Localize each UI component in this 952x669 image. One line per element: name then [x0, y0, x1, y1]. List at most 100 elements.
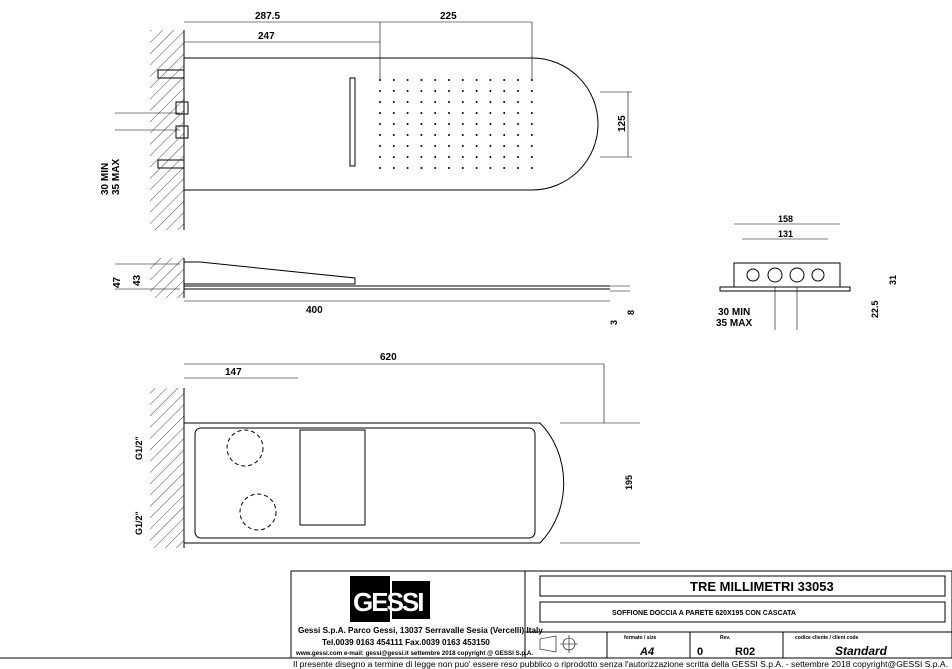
- nozzle-dot: [448, 79, 450, 81]
- dim-30-min: 30 MIN: [100, 163, 111, 195]
- nozzle-dot: [503, 145, 506, 147]
- client-code-value: Standard: [835, 644, 888, 658]
- nozzle-dot: [475, 112, 478, 114]
- company-phone: Tel.0039 0163 454111 Fax.0039 0163 45315…: [322, 638, 490, 647]
- dim-287-5: 287.5: [255, 11, 280, 22]
- dim-147: 147: [225, 367, 242, 378]
- rev-label: Rev.: [720, 635, 731, 641]
- client-code-label: codice cliente / client code: [795, 635, 859, 641]
- nozzle-dot: [448, 112, 450, 114]
- nozzle-dot: [461, 90, 464, 92]
- nozzle-dot: [434, 79, 437, 81]
- nozzle-dot: [406, 112, 409, 114]
- nozzle-dot: [420, 134, 423, 136]
- dim-247: 247: [258, 31, 275, 42]
- nozzle-dot: [379, 123, 381, 125]
- nozzle-dot: [489, 112, 492, 114]
- nozzle-dot: [392, 145, 395, 147]
- size-value: A4: [639, 646, 654, 658]
- nozzle-dot: [489, 156, 492, 158]
- nozzle-dot: [461, 79, 464, 81]
- dim-22-5: 22.5: [870, 300, 880, 318]
- nozzle-dot: [420, 101, 423, 103]
- nozzle-dot: [475, 90, 478, 92]
- nozzle-dot: [489, 167, 492, 169]
- nozzle-dot: [406, 167, 409, 169]
- nozzle-dot: [420, 156, 423, 158]
- nozzle-dot: [489, 145, 492, 147]
- product-title: TRE MILLIMETRI 33053: [690, 579, 834, 594]
- nozzle-dot: [517, 167, 519, 169]
- nozzle-dot: [392, 167, 395, 169]
- nozzle-dot: [434, 145, 437, 147]
- nozzle-dot: [392, 156, 395, 158]
- nozzle-dot: [517, 156, 519, 158]
- nozzle-dot: [503, 90, 506, 92]
- nozzle-dot: [530, 101, 533, 103]
- size-label: formato / size: [624, 635, 656, 641]
- nozzle-dot: [517, 123, 519, 125]
- nozzle-dot: [448, 134, 450, 136]
- nozzle-dot: [503, 79, 506, 81]
- nozzle-dot: [448, 156, 450, 158]
- nozzle-dot: [461, 145, 464, 147]
- nozzle-dot: [379, 145, 381, 147]
- nozzle-dot: [475, 134, 478, 136]
- dim-35-max: 35 MAX: [111, 159, 122, 195]
- nozzle-dot: [392, 90, 395, 92]
- nozzle-dot: [434, 101, 437, 103]
- nozzle-dot: [503, 101, 506, 103]
- nozzle-dot: [406, 101, 409, 103]
- nozzle-dot: [406, 145, 409, 147]
- nozzle-dot: [392, 112, 395, 114]
- nozzle-dot: [406, 79, 409, 81]
- nozzle-dot: [503, 167, 506, 169]
- nozzle-dot: [530, 156, 533, 158]
- nozzle-dot: [461, 101, 464, 103]
- nozzle-dot: [434, 167, 437, 169]
- nozzle-dot: [489, 134, 492, 136]
- nozzle-dot: [379, 167, 381, 169]
- nozzle-dot: [434, 156, 437, 158]
- nozzle-dot: [392, 79, 395, 81]
- dim-158: 158: [778, 214, 793, 224]
- nozzle-dot: [517, 145, 519, 147]
- nozzle-dot: [489, 123, 492, 125]
- nozzle-dot: [379, 134, 381, 136]
- nozzle-dot: [379, 156, 381, 158]
- nozzle-dot: [461, 123, 464, 125]
- nozzle-dot: [517, 101, 519, 103]
- plan-view: 620 147 195 G1/2" G1/2": [134, 352, 640, 548]
- nozzle-dot: [475, 145, 478, 147]
- nozzle-dot: [489, 79, 492, 81]
- nozzle-dot: [379, 112, 381, 114]
- rev-value: R02: [735, 646, 755, 658]
- gessi-logo: GESSI: [353, 587, 423, 617]
- nozzle-dot: [448, 101, 450, 103]
- dim-3: 3: [609, 320, 619, 325]
- nozzle-dot: [420, 167, 423, 169]
- nozzle-dot: [530, 112, 533, 114]
- nozzle-dot: [530, 134, 533, 136]
- projection-symbol-icon: [539, 635, 578, 653]
- nozzle-dot: [406, 156, 409, 158]
- nozzle-dot: [489, 101, 492, 103]
- nozzle-dot: [475, 123, 478, 125]
- dim-g1-2-bottom: G1/2": [134, 511, 144, 535]
- nozzle-dot: [392, 101, 395, 103]
- product-description: SOFFIONE DOCCIA A PARETE 620X195 CON CAS…: [612, 610, 796, 617]
- dim-400: 400: [306, 305, 323, 316]
- nozzle-dot: [517, 134, 519, 136]
- nozzle-dot: [503, 112, 506, 114]
- nozzle-dot: [461, 112, 464, 114]
- nozzle-dot: [448, 90, 450, 92]
- nozzle-dot: [434, 134, 437, 136]
- dim-47: 47: [112, 276, 123, 288]
- nozzle-dot: [448, 145, 450, 147]
- nozzle-dot: [503, 123, 506, 125]
- nozzle-dot: [461, 156, 464, 158]
- nozzle-dots: [379, 79, 533, 169]
- nozzle-dot: [489, 90, 492, 92]
- dim-131: 131: [778, 229, 793, 239]
- nozzle-dot: [420, 90, 423, 92]
